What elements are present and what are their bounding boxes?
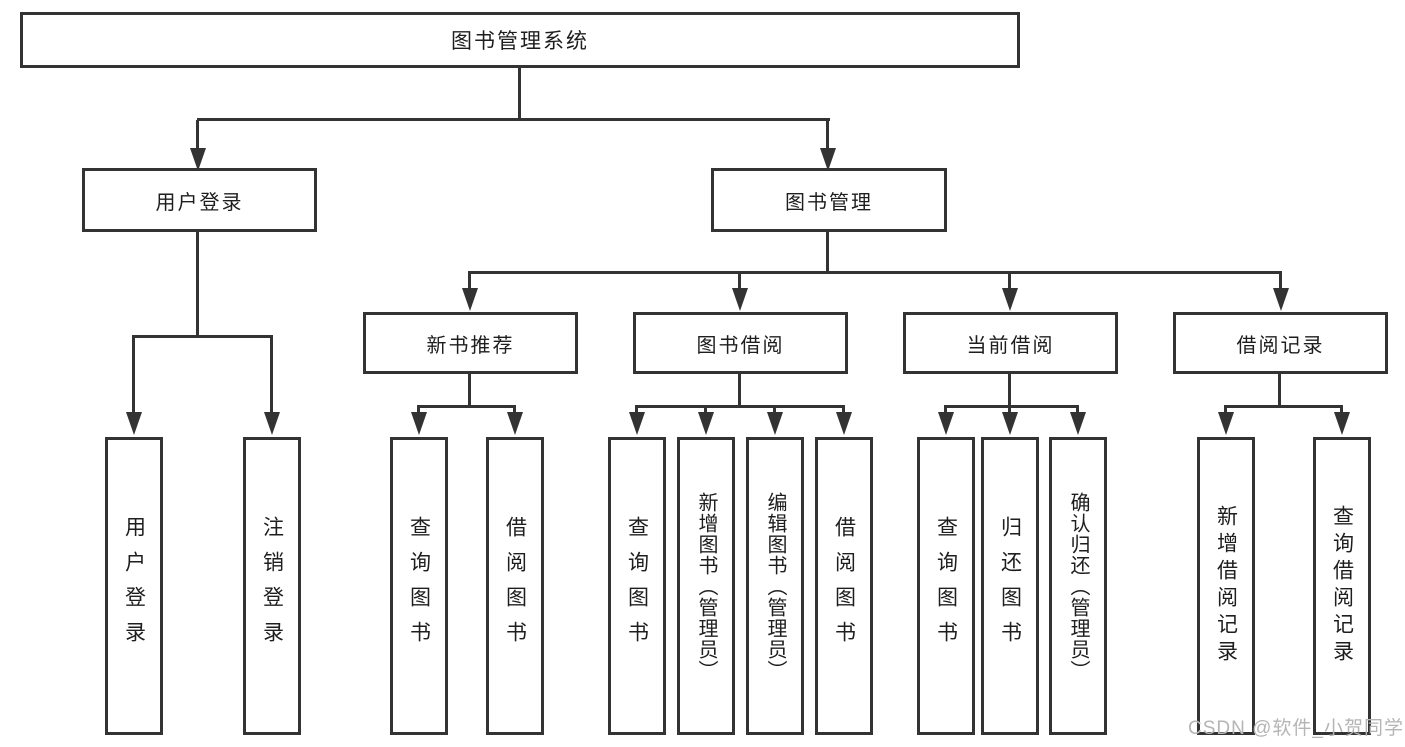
connector-book-mgmt-stem bbox=[826, 232, 829, 273]
node-new-book-recommend: 新书推荐 bbox=[363, 312, 578, 374]
connector-user-login-branch bbox=[132, 335, 273, 338]
arrowhead-down-icon bbox=[629, 412, 645, 435]
arrowhead-down-icon bbox=[1002, 412, 1018, 435]
connector-arrow-shaft bbox=[270, 337, 273, 412]
node-user-login: 用户登录 bbox=[82, 168, 317, 232]
arrowhead-down-icon bbox=[698, 412, 714, 435]
connector-borrow-branch bbox=[635, 405, 845, 408]
leaf-edit-book-admin: 编辑图书（管理员） bbox=[746, 437, 804, 735]
connector-arrow-shaft bbox=[132, 337, 135, 412]
leaf-add-borrow-record: 新增借阅记录 bbox=[1197, 437, 1255, 735]
connector-recommend-branch bbox=[417, 405, 516, 408]
connector-arrow-shaft bbox=[944, 405, 947, 413]
connector-root-branch bbox=[197, 118, 830, 121]
connector-arrow-shaft bbox=[635, 405, 638, 413]
leaf-logout: 注销登录 bbox=[243, 437, 301, 735]
leaf-query-borrow-record: 查询借阅记录 bbox=[1313, 437, 1371, 735]
connector-records-stem bbox=[1278, 374, 1281, 407]
arrowhead-down-icon bbox=[1218, 412, 1234, 435]
arrowhead-down-icon bbox=[732, 288, 748, 311]
arrowhead-down-icon bbox=[126, 412, 142, 435]
node-book-borrow: 图书借阅 bbox=[633, 312, 848, 374]
arrowhead-down-icon bbox=[836, 412, 852, 435]
arrowhead-down-icon bbox=[1334, 412, 1350, 435]
arrowhead-down-icon bbox=[507, 412, 523, 435]
arrowhead-down-icon bbox=[767, 412, 783, 435]
connector-arrow-shaft bbox=[468, 273, 471, 289]
leaf-user-login: 用户登录 bbox=[105, 437, 163, 735]
leaf-query-book-recommend: 查询图书 bbox=[390, 437, 448, 735]
connector-arrow-shaft bbox=[1224, 405, 1227, 413]
arrowhead-down-icon bbox=[462, 288, 478, 311]
leaf-return-book: 归还图书 bbox=[981, 437, 1039, 735]
csdn-watermark: CSDN @软件_小贺同学 bbox=[1188, 718, 1404, 739]
connector-arrow-shaft bbox=[738, 273, 741, 289]
connector-arrow-shaft bbox=[513, 405, 516, 413]
node-book-management: 图书管理 bbox=[711, 168, 947, 232]
arrowhead-down-icon bbox=[1070, 412, 1086, 435]
node-current-borrow: 当前借阅 bbox=[903, 312, 1118, 374]
connector-arrow-shaft bbox=[773, 405, 776, 413]
arrowhead-down-icon bbox=[938, 412, 954, 435]
connector-recommend-stem bbox=[468, 374, 471, 407]
leaf-borrow-book: 借阅图书 bbox=[815, 437, 873, 735]
arrowhead-down-icon bbox=[190, 148, 206, 171]
node-library-management-system: 图书管理系统 bbox=[20, 12, 1020, 68]
connector-arrow-shaft bbox=[1008, 273, 1011, 289]
arrowhead-down-icon bbox=[1273, 288, 1289, 311]
connector-records-branch bbox=[1224, 405, 1343, 408]
connector-arrow-shaft bbox=[842, 405, 845, 413]
connector-arrow-shaft bbox=[826, 120, 829, 150]
connector-arrow-shaft bbox=[1340, 405, 1343, 413]
connector-arrow-shaft bbox=[1076, 405, 1079, 413]
arrowhead-down-icon bbox=[820, 148, 836, 171]
connector-book-mgmt-branch bbox=[468, 271, 1282, 274]
node-borrow-records: 借阅记录 bbox=[1173, 312, 1388, 374]
leaf-confirm-return-admin: 确认归还（管理员） bbox=[1049, 437, 1107, 735]
connector-arrow-shaft bbox=[704, 405, 707, 413]
connector-root-stem bbox=[518, 68, 521, 120]
connector-arrow-shaft bbox=[196, 120, 199, 150]
arrowhead-down-icon bbox=[264, 412, 280, 435]
leaf-borrow-book-recommend: 借阅图书 bbox=[486, 437, 544, 735]
leaf-add-book-admin: 新增图书（管理员） bbox=[677, 437, 735, 735]
connector-current-stem bbox=[1008, 374, 1011, 407]
arrowhead-down-icon bbox=[411, 412, 427, 435]
connector-current-branch bbox=[944, 405, 1079, 408]
connector-arrow-shaft bbox=[1008, 405, 1011, 413]
connector-arrow-shaft bbox=[417, 405, 420, 413]
arrowhead-down-icon bbox=[1002, 288, 1018, 311]
leaf-query-book-current: 查询图书 bbox=[917, 437, 975, 735]
connector-borrow-stem bbox=[738, 374, 741, 407]
connector-user-login-stem bbox=[196, 232, 199, 337]
leaf-query-book-borrow: 查询图书 bbox=[608, 437, 666, 735]
connector-arrow-shaft bbox=[1279, 273, 1282, 289]
